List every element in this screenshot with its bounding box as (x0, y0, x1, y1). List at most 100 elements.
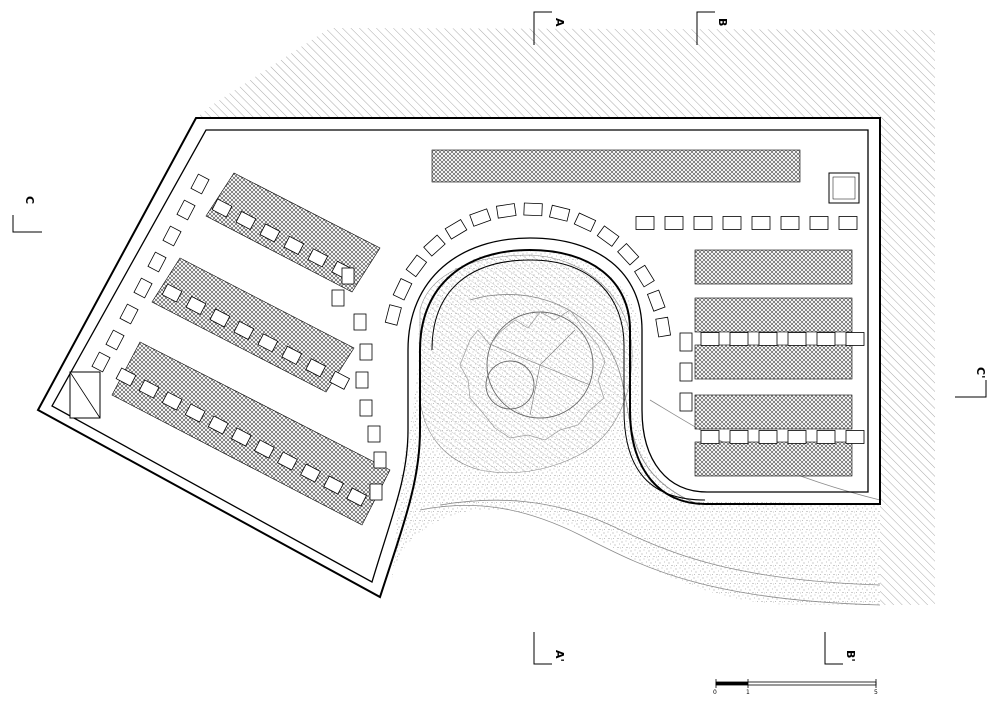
stepping-pad (634, 264, 655, 288)
stepping-pad (787, 430, 807, 444)
stepping-pad (367, 425, 381, 443)
stepping-pad (679, 362, 693, 382)
stepping-pad (133, 277, 153, 299)
scale-bar: 0 1 5 (713, 679, 878, 696)
stepping-pad (780, 216, 800, 230)
scale-tick-5: 5 (874, 689, 878, 696)
stepping-pad (596, 225, 620, 247)
stepping-pad (331, 289, 345, 307)
stepping-pad (257, 333, 279, 353)
stepping-pad (115, 367, 137, 387)
stepping-pad (384, 304, 402, 326)
scale-tick-1: 1 (746, 689, 750, 696)
stepping-pad (300, 463, 321, 483)
stepping-pad (305, 358, 327, 378)
stepping-pad (281, 345, 303, 365)
stepping-pad (809, 216, 829, 230)
stepping-pad (161, 283, 183, 303)
central-planter-ring (431, 259, 706, 501)
stepping-pad (373, 451, 387, 469)
stepping-pad (307, 248, 329, 268)
stepping-pad (679, 392, 693, 412)
stepping-pad (700, 332, 720, 346)
stepping-pad (161, 391, 183, 411)
site-boundary-outer (36, 117, 881, 599)
stepping-pad (523, 202, 543, 217)
stepping-pad (664, 216, 684, 230)
stepping-pad (405, 254, 428, 278)
stepping-pad (722, 216, 742, 230)
stepping-pad (838, 216, 858, 230)
stepping-pad (635, 216, 655, 230)
stepping-pad (369, 483, 383, 501)
trees (459, 309, 606, 441)
stepping-pad (209, 308, 231, 328)
stepping-pad (729, 332, 749, 346)
stepping-pad (230, 427, 252, 447)
stepping-pad (355, 371, 369, 389)
section-marker-b-bottom: B' (824, 632, 857, 665)
stepping-pad (119, 303, 139, 325)
stepping-pad (359, 399, 373, 417)
stepping-pad (211, 198, 233, 218)
stepping-pad (423, 234, 446, 257)
stepping-pad (573, 212, 597, 233)
stepping-pad (444, 218, 468, 240)
stepping-pad (845, 430, 865, 444)
section-marker-b-top: B (696, 11, 729, 45)
stepping-pad (751, 216, 771, 230)
arc-stepping-pads (384, 202, 693, 412)
right-stepping-pads (635, 216, 865, 444)
stepping-pad (233, 320, 255, 340)
stepping-pad (845, 332, 865, 346)
stepping-pad (392, 278, 413, 301)
stepping-pad (207, 415, 229, 435)
left-stepping-pads (91, 173, 387, 507)
stepping-pad (548, 204, 571, 222)
stepping-pad (655, 316, 672, 338)
stepping-pad (283, 235, 305, 255)
stepping-pad (105, 329, 125, 351)
stepping-pad (617, 243, 640, 266)
stepping-pad (138, 379, 160, 399)
stepping-pad (729, 430, 749, 444)
stepping-pad (91, 351, 111, 373)
stepping-pad (277, 451, 298, 471)
section-label-a-top: A (553, 18, 566, 27)
stepping-pad (469, 208, 492, 227)
section-label-a-bottom: A' (553, 650, 566, 662)
stepping-pad (162, 225, 182, 247)
stepping-pad (259, 223, 281, 243)
utility-box (828, 172, 860, 204)
surrounding-terrain-hatch (196, 28, 935, 605)
stepping-pad (253, 439, 275, 459)
stepping-pad (185, 295, 207, 316)
stepping-pad (346, 487, 368, 507)
stepping-pad (646, 289, 666, 312)
section-marker-a-top: A (533, 11, 566, 45)
stepping-pad (235, 210, 257, 231)
stepping-pad (147, 251, 167, 273)
section-marker-c-left: C (12, 196, 42, 233)
stepping-pad (176, 199, 196, 221)
stepping-pad (496, 203, 517, 219)
section-label-c-right: C' (974, 367, 987, 378)
section-marker-a-bottom: A' (533, 632, 566, 665)
entrance-gate-box (69, 371, 101, 419)
section-label-b-top: B (716, 18, 729, 26)
right-planting-beds (431, 149, 853, 477)
stepping-pad (758, 332, 778, 346)
stepping-pad (693, 216, 713, 230)
stepping-pad (700, 430, 720, 444)
scale-tick-0: 0 (713, 689, 717, 696)
stepping-pad (787, 332, 807, 346)
stepping-pad (359, 343, 373, 361)
site-boundary-inner (51, 129, 869, 583)
stepping-pad (816, 430, 836, 444)
stepping-pad (329, 370, 351, 390)
stepping-pad (816, 332, 836, 346)
stepping-pad (758, 430, 778, 444)
stepping-pad (184, 403, 206, 423)
section-label-b-bottom: B' (844, 650, 857, 662)
